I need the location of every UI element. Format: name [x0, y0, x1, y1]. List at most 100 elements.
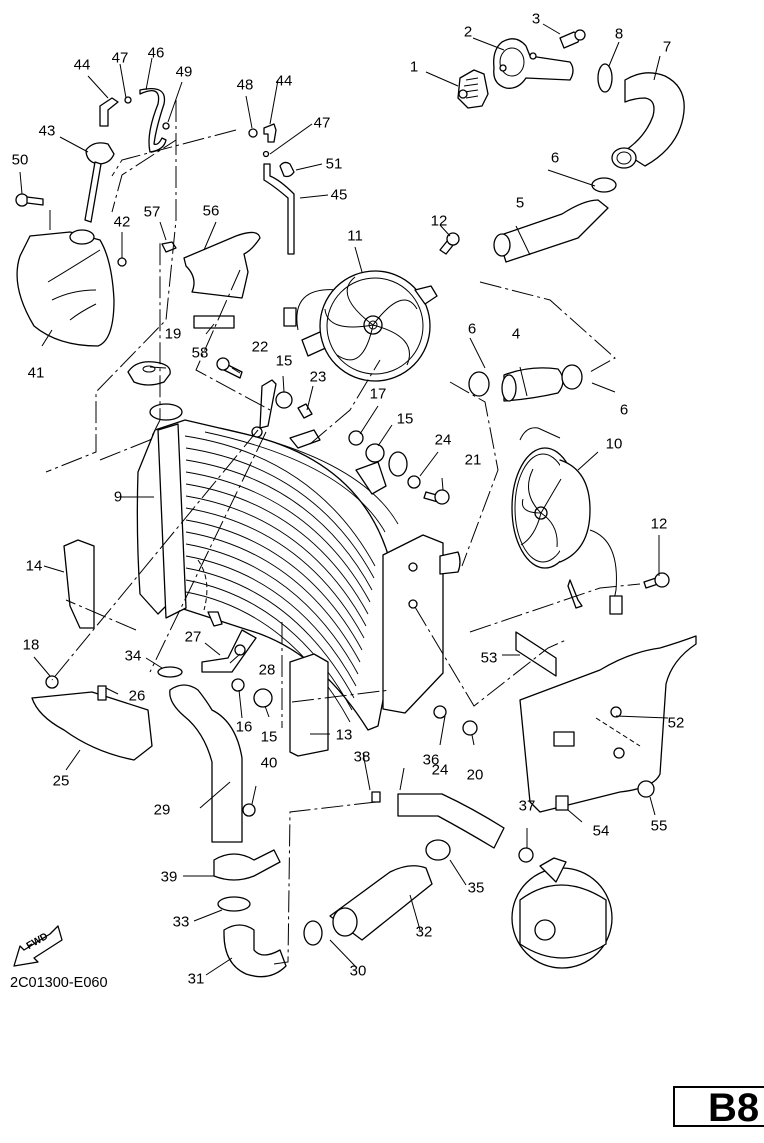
part-radiator-hose-upper [611, 72, 685, 169]
callout-58: 58 [191, 344, 209, 362]
part-clip [162, 122, 170, 130]
part-side-cover-right [289, 653, 329, 757]
part-rivet [97, 685, 107, 701]
part-hose-clamp [217, 896, 251, 912]
callout-45: 45 [330, 186, 348, 204]
part-lower-guard [31, 691, 153, 761]
part-clip [262, 150, 270, 158]
part-clip [124, 96, 132, 104]
callout-12a: 12 [430, 212, 448, 230]
part-elbow-pipe [263, 123, 277, 143]
part-bolt-head [216, 357, 230, 371]
callout-15b: 15 [396, 410, 414, 428]
part-bolt [643, 572, 670, 589]
part-lower-hose [169, 684, 243, 843]
part-grommet [365, 443, 385, 463]
part-washer [433, 705, 447, 719]
callout-44a: 44 [73, 56, 91, 74]
part-bolt-head [234, 644, 246, 656]
callout-30: 30 [349, 962, 367, 980]
part-rivet [161, 241, 177, 253]
callout-18: 18 [22, 636, 40, 654]
callout-6b: 6 [467, 320, 477, 338]
callout-43: 43 [38, 122, 56, 140]
part-collar [231, 678, 245, 692]
callout-6c: 6 [619, 401, 629, 419]
part-cooling-fan-left [511, 427, 623, 615]
part-radiator-guard [183, 231, 261, 299]
part-grommet [275, 391, 293, 409]
callout-42: 42 [113, 213, 131, 231]
part-clip [371, 791, 381, 803]
part-elbow-pipe [223, 924, 287, 978]
callout-36: 36 [422, 751, 440, 769]
part-collar [348, 430, 364, 446]
leader-lines [19, 23, 669, 976]
callout-15a: 15 [275, 352, 293, 370]
callout-47a: 47 [111, 49, 129, 67]
callout-49: 49 [175, 63, 193, 81]
part-overflow-hose [263, 163, 295, 255]
callout-48: 48 [236, 76, 254, 94]
part-grommet [45, 675, 59, 689]
callout-7: 7 [662, 38, 672, 56]
callout-21: 21 [464, 451, 482, 469]
callout-5: 5 [515, 194, 525, 212]
part-elbow-pipe [99, 97, 119, 127]
callout-8: 8 [614, 25, 624, 43]
part-radiator-pipe [493, 199, 609, 263]
callout-15c: 15 [260, 728, 278, 746]
part-side-cover-left [63, 539, 95, 629]
callout-22: 22 [251, 338, 269, 356]
part-bracket-hole [610, 706, 622, 718]
part-hose-clamp [591, 177, 617, 193]
part-bolt [559, 29, 586, 49]
callout-35: 35 [467, 879, 485, 897]
callout-29: 29 [153, 801, 171, 819]
callout-24a: 24 [434, 431, 452, 449]
part-oil-cooler-hose [397, 793, 505, 849]
callout-40: 40 [260, 754, 278, 772]
callout-55: 55 [650, 817, 668, 835]
part-sponge [515, 631, 557, 677]
callout-34: 34 [124, 647, 142, 665]
part-bracket-eye [388, 451, 408, 477]
callout-26: 26 [128, 687, 146, 705]
part-clamp-bracket [213, 849, 281, 881]
callout-11: 11 [347, 227, 363, 245]
part-thermostat-cover [493, 38, 574, 89]
part-clip [248, 128, 258, 138]
callout-32: 32 [415, 923, 433, 941]
callout-23: 23 [309, 368, 327, 386]
part-washer [407, 475, 421, 489]
callout-16: 16 [235, 718, 253, 736]
part-bracket [259, 379, 277, 429]
part-grommet [253, 688, 273, 708]
callout-52: 52 [667, 714, 685, 732]
callout-33: 33 [172, 913, 190, 931]
part-breather-hose [139, 87, 167, 153]
callout-56: 56 [202, 202, 220, 220]
callout-27: 27 [184, 628, 202, 646]
part-pipe-end [332, 907, 358, 937]
callout-54: 54 [592, 822, 610, 840]
part-bracket [201, 629, 257, 673]
part-bolt-head [637, 780, 655, 798]
callout-20: 20 [466, 766, 484, 784]
callout-13: 13 [335, 726, 353, 744]
callout-53: 53 [480, 649, 498, 667]
callout-28: 28 [258, 661, 276, 679]
callout-46: 46 [147, 44, 165, 62]
part-bracket-hole [613, 747, 625, 759]
part-clip-nut [555, 795, 569, 811]
part-bolt-head [434, 489, 450, 505]
page-reference-box: B8 [673, 1086, 764, 1127]
callout-37: 37 [518, 797, 536, 815]
callout-17: 17 [369, 385, 387, 403]
part-hose-clamp [425, 839, 451, 861]
part-collar [297, 403, 313, 419]
part-bolt [15, 193, 44, 207]
callout-10: 10 [605, 435, 623, 453]
callout-1: 1 [409, 58, 419, 76]
